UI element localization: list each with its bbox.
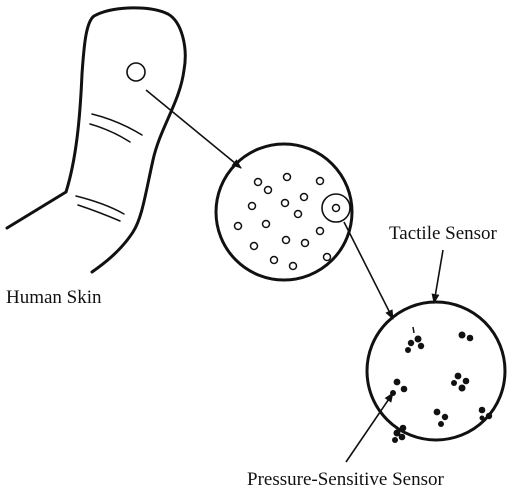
tactile-sensor-circle bbox=[367, 302, 505, 443]
finger-outline bbox=[7, 8, 185, 272]
pressure-sensor-dot bbox=[434, 409, 441, 416]
pressure-sensor-dot bbox=[392, 437, 398, 443]
pressure-sensor-dot bbox=[415, 336, 422, 343]
pressure-sensor-dot bbox=[418, 343, 424, 349]
skin-receptor bbox=[282, 200, 289, 207]
skin-receptor bbox=[295, 211, 302, 218]
skin-receptor bbox=[249, 203, 256, 210]
receptor-to-sensor-arrow bbox=[344, 222, 393, 319]
pressure-sensor-dot bbox=[451, 380, 457, 386]
pressure-sensor-dot bbox=[405, 347, 411, 353]
pressure-sensor-dot bbox=[394, 379, 401, 386]
pressure-sensor-dot bbox=[459, 332, 466, 339]
highlighted-receptor-ring bbox=[322, 194, 350, 222]
pressure-sensor-dot bbox=[401, 386, 408, 393]
human-skin-label: Human Skin bbox=[6, 288, 102, 307]
pressure-sensor-dot bbox=[480, 416, 485, 421]
magnified-skin-circle bbox=[216, 144, 352, 280]
pressure-sensor-dot bbox=[400, 425, 407, 432]
skin-receptor bbox=[235, 223, 242, 230]
pressure-sensor-dot bbox=[467, 335, 474, 342]
pressure-sensor-dot bbox=[479, 407, 486, 414]
skin-receptor bbox=[251, 243, 258, 250]
skin-receptor bbox=[283, 237, 290, 244]
pressure-sensor-dot bbox=[463, 378, 470, 385]
skin-receptor bbox=[290, 263, 297, 270]
finger-wrinkles bbox=[76, 114, 142, 221]
skin-receptor bbox=[301, 194, 308, 201]
skin-receptor bbox=[324, 254, 331, 261]
skin-receptor bbox=[271, 257, 278, 264]
skin-to-magnified-arrow bbox=[146, 90, 241, 168]
pressure-sensor-dot bbox=[442, 414, 448, 420]
skin-receptor bbox=[317, 228, 324, 235]
skin-receptor bbox=[302, 240, 309, 247]
skin-receptor bbox=[284, 174, 291, 181]
tactile-label-arrow bbox=[434, 250, 443, 303]
pressure-sensor-tick bbox=[413, 327, 414, 333]
pressure-label-arrow bbox=[346, 393, 393, 462]
pressure-sensor-dot bbox=[399, 434, 406, 441]
skin-receptor bbox=[317, 178, 324, 185]
pressure-sensor-dot bbox=[408, 340, 414, 346]
pressure-sensor-dot bbox=[455, 373, 462, 380]
skin-sample-spot bbox=[127, 63, 145, 81]
pressure-sensor-dot bbox=[486, 413, 492, 419]
skin-receptor bbox=[265, 187, 272, 194]
skin-receptor bbox=[255, 179, 262, 186]
pressure-sensor-dot bbox=[438, 421, 444, 427]
pressure-sensitive-sensor-label: Pressure-Sensitive Sensor bbox=[247, 470, 444, 489]
skin-receptors bbox=[235, 174, 331, 270]
highlighted-receptor bbox=[333, 205, 340, 212]
skin-receptor bbox=[263, 221, 270, 228]
pressure-sensor-dot bbox=[459, 385, 466, 392]
tactile-sensor-label: Tactile Sensor bbox=[389, 224, 497, 243]
